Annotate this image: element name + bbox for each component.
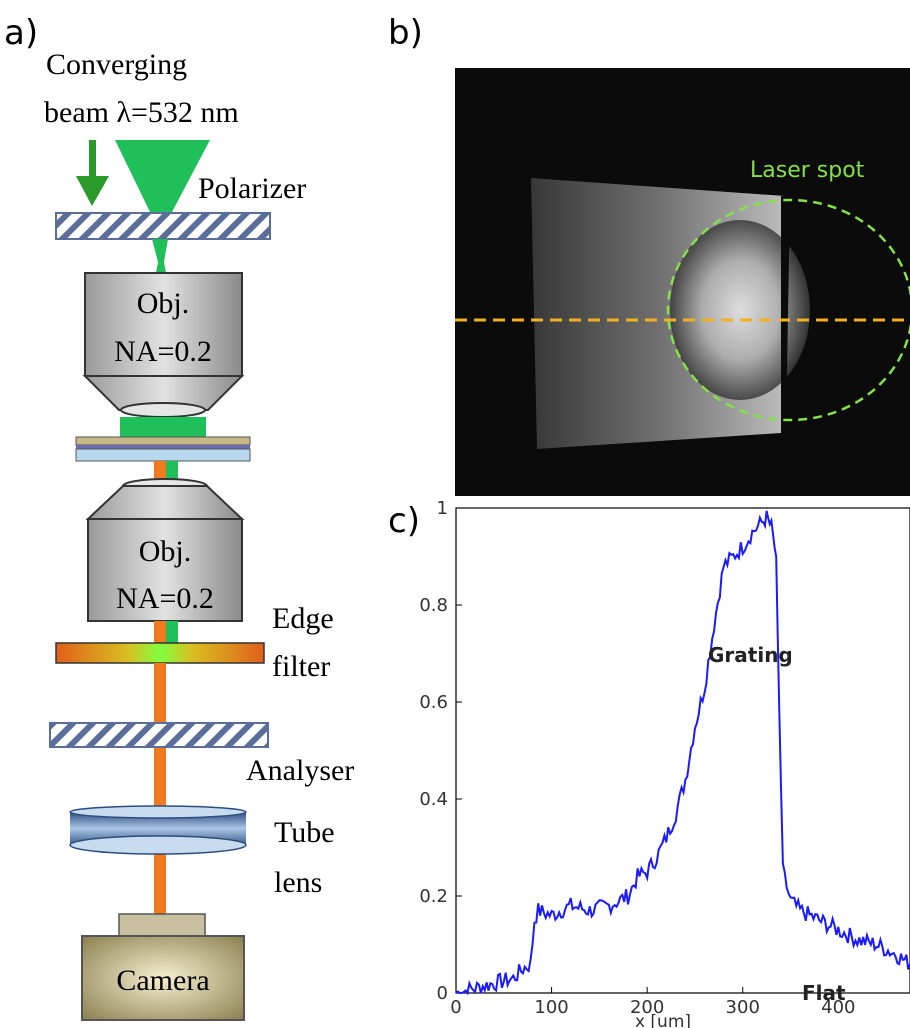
- beam-label-line1: Converging: [46, 48, 187, 81]
- beam-segment: [166, 461, 178, 481]
- beam-segment: [154, 621, 166, 643]
- x-tick-label: 100: [534, 997, 568, 1018]
- beam-segment: [120, 417, 206, 437]
- polarizer-label: Polarizer: [198, 172, 306, 205]
- series-line: [455, 510, 910, 996]
- beam-label-line2: beam λ=532 nm: [44, 96, 239, 129]
- panel-b: b) Laser spot: [388, 13, 910, 496]
- beam-segment: [152, 239, 168, 273]
- objective-2: Obj. NA=0.2: [85, 478, 245, 622]
- laser-spot-label: Laser spot: [750, 158, 865, 183]
- x-axis-label: x [um]: [635, 1012, 691, 1028]
- tube-lens: [69, 805, 247, 855]
- analyser-label: Analyser: [246, 754, 354, 787]
- arrow-down-icon: [76, 140, 109, 206]
- x-tick-label: 0: [450, 997, 461, 1018]
- plot-area: [455, 507, 910, 994]
- line-chart: 0 0.2 0.4 0.6 0.8 1 0 100 200 300 400 x [um]: [419, 498, 910, 1028]
- camera: Camera: [81, 913, 245, 1021]
- annotation-flat: Flat: [802, 981, 846, 1005]
- objective-1-label-line1: Obj.: [137, 287, 190, 320]
- x-tick-label: 400: [821, 997, 855, 1018]
- x-axis: 0 100 200 300 400: [450, 987, 855, 1018]
- y-tick-label: 0.4: [419, 789, 448, 810]
- edge-filter-label-line1: Edge: [272, 602, 334, 635]
- y-tick-label: 0.2: [419, 886, 448, 907]
- y-tick-label: 0.8: [419, 595, 448, 616]
- tube-lens-label-line2: lens: [274, 866, 322, 899]
- bright-spot: [670, 220, 810, 400]
- orange-beam: [154, 663, 166, 923]
- panel-b-letter: b): [388, 13, 423, 53]
- panel-a-letter: a): [4, 13, 38, 53]
- beam-segment: [154, 461, 166, 481]
- laser-spot-circle: [666, 198, 910, 422]
- y-tick-label: 0.6: [419, 692, 448, 713]
- panel-c: c) 0 0.2 0.4 0.6 0.8 1 0 100 200 300 400 x [um] G…: [388, 498, 910, 1028]
- x-tick-label: 200: [630, 997, 664, 1018]
- y-tick-label: 1: [437, 498, 448, 519]
- sample: [75, 436, 251, 462]
- objective-2-label-line2: NA=0.2: [116, 582, 214, 615]
- tube-lens-label-line1: Tube: [274, 816, 335, 849]
- objective-1: Obj. NA=0.2: [82, 272, 245, 418]
- y-axis: 0 0.2 0.4 0.6 0.8 1: [419, 498, 462, 1004]
- objective-2-label-line1: Obj.: [139, 535, 192, 568]
- edge-filter-label-line2: filter: [272, 650, 330, 683]
- beam-segment: [166, 621, 178, 643]
- camera-label: Camera: [116, 964, 209, 997]
- y-tick-label: 0: [437, 983, 448, 1004]
- edge-filter: [55, 642, 265, 664]
- polarizer: [55, 212, 271, 240]
- panel-a: a) Converging beam λ=532 nm Polarizer Ob…: [4, 13, 354, 1021]
- converging-beam: [115, 140, 210, 212]
- objective-1-label-line2: NA=0.2: [114, 335, 212, 368]
- panel-c-letter: c): [388, 501, 420, 541]
- analyser: [49, 722, 269, 748]
- x-tick-label: 300: [726, 997, 760, 1018]
- annotation-grating: Grating: [708, 643, 793, 667]
